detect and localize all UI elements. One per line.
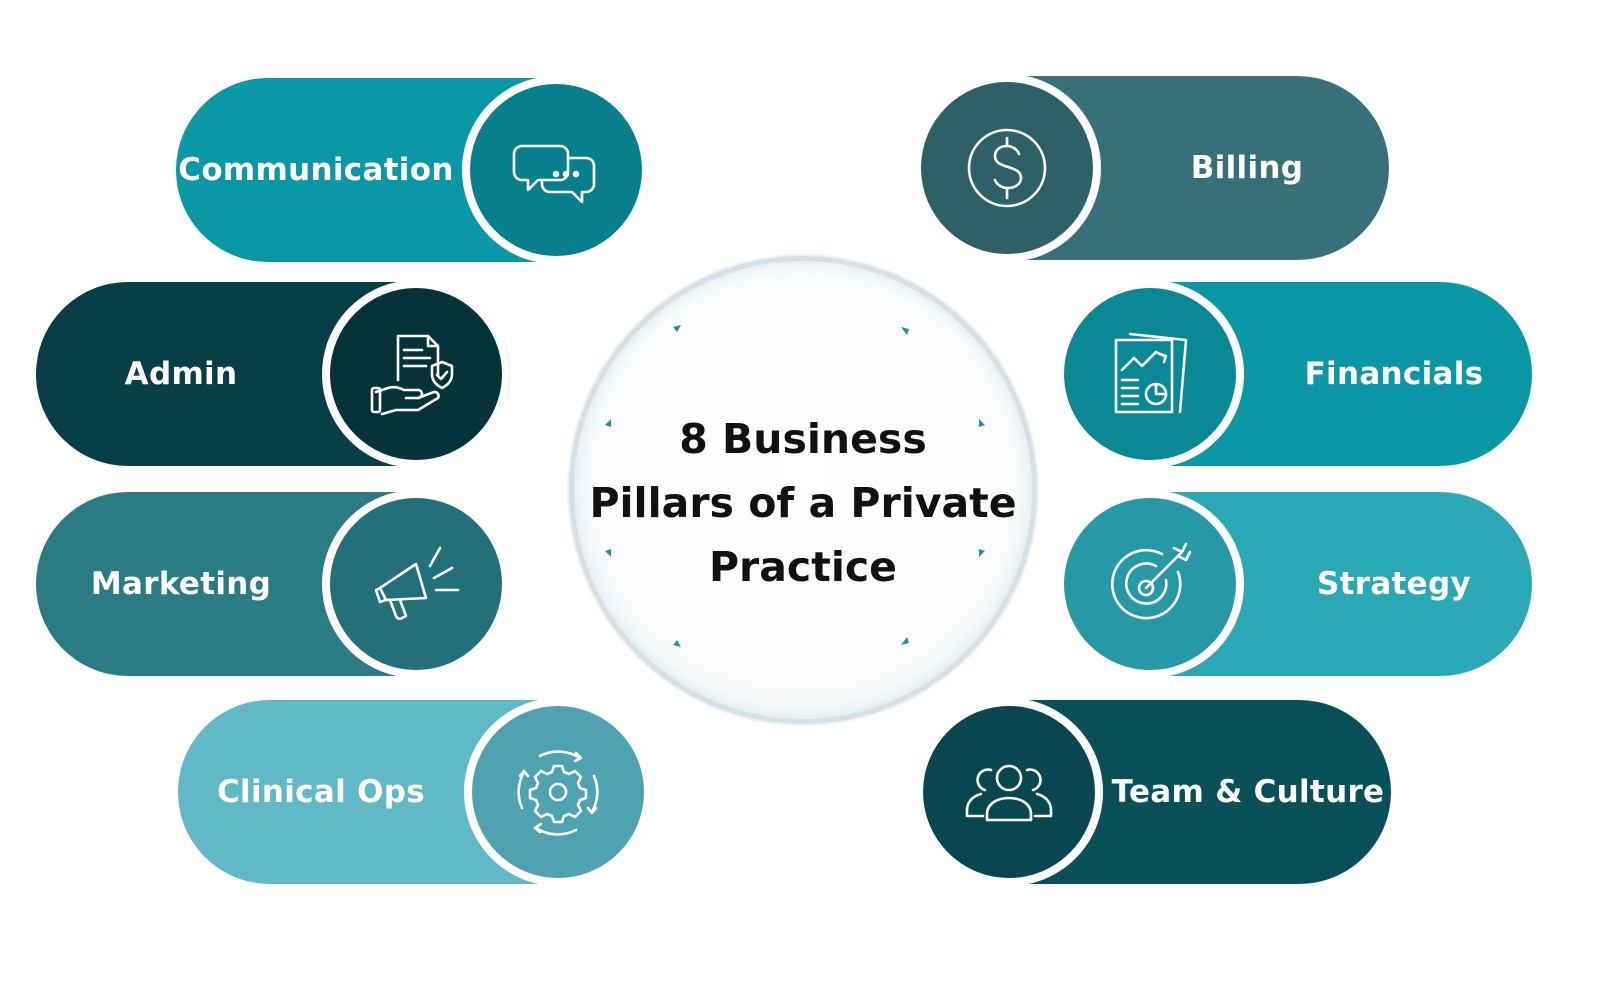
chat-bubbles-icon	[470, 84, 642, 256]
center-title-circle: 8 Business Pillars of a Private Practice	[569, 256, 1037, 724]
pillar-marketing: Marketing	[36, 490, 510, 678]
pillar-clinical-ops: Clinical Ops	[178, 698, 652, 886]
pillar-label: Marketing	[90, 566, 272, 602]
diagram-title: 8 Business Pillars of a Private Practice	[574, 407, 1032, 599]
pillar-team-culture: Team & Culture	[915, 698, 1391, 886]
title-line-2: Pillars of a Private	[589, 479, 1017, 527]
title-line-3: Practice	[708, 543, 897, 591]
pillar-label: Admin	[124, 356, 238, 392]
pillar-label: Clinical Ops	[216, 774, 425, 810]
document-shield-hand-icon	[330, 288, 502, 460]
pillar-billing: Billing	[913, 74, 1389, 262]
pillar-label: Strategy	[1317, 566, 1471, 602]
report-chart-icon	[1064, 288, 1236, 460]
target-arrow-icon	[1064, 498, 1236, 670]
dollar-icon	[921, 82, 1093, 254]
team-people-icon	[923, 706, 1095, 878]
pillar-label: Communication	[178, 152, 454, 188]
pillar-admin: Admin	[36, 280, 510, 468]
title-line-1: 8 Business	[679, 415, 927, 463]
gear-cycle-icon	[472, 706, 644, 878]
pillar-strategy: Strategy	[1056, 490, 1532, 678]
pillar-label: Financials	[1304, 356, 1484, 392]
pillar-communication: Communication	[176, 76, 650, 264]
corner-ticks	[605, 325, 985, 647]
pillar-financials: Financials	[1056, 280, 1532, 468]
pillar-label: Billing	[1190, 150, 1304, 186]
pillar-label: Team & Culture	[1111, 774, 1385, 810]
megaphone-icon	[330, 498, 502, 670]
